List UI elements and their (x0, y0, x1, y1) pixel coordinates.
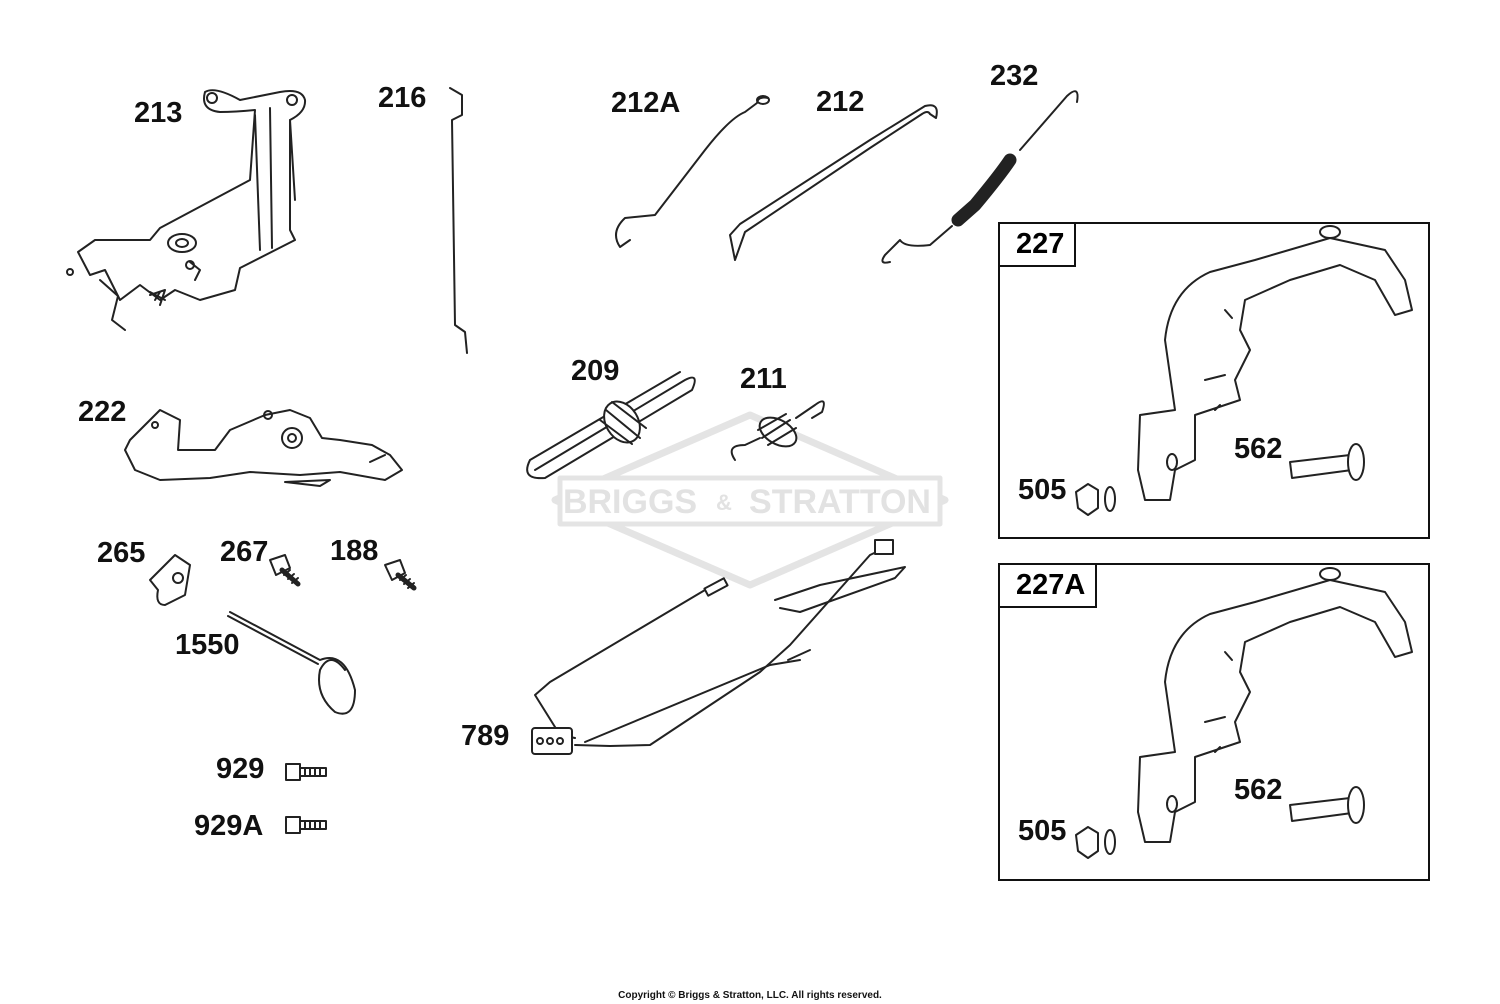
part-505-nut-2 (1075, 826, 1116, 859)
part-227A-bracket (1137, 567, 1413, 843)
part-211-spring (730, 400, 825, 461)
label-222: 222 (78, 396, 127, 428)
part-232-spring (881, 90, 1079, 264)
label-505-2: 505 (1018, 815, 1067, 847)
watermark-amp: & (716, 490, 732, 515)
part-209-spring (526, 371, 696, 480)
part-227-bracket (1137, 225, 1413, 501)
label-209: 209 (571, 355, 620, 387)
inset-box-227: 227 (998, 222, 1430, 539)
part-188-screw (384, 559, 417, 591)
part-1550-wire (227, 611, 356, 715)
label-216: 216 (378, 82, 427, 114)
part-929-bolt (285, 763, 327, 781)
label-265: 265 (97, 537, 146, 569)
box-tag-227A: 227A (998, 563, 1098, 608)
label-929A: 929A (194, 810, 264, 842)
watermark-left: BRIGGS (563, 483, 697, 521)
inset-box-227A: 227A (998, 563, 1430, 881)
label-929: 929 (216, 753, 265, 785)
copyright-notice: Copyright © Briggs & Stratton, LLC. All … (618, 990, 882, 1001)
part-789-wire-harness (531, 539, 906, 755)
part-505-nut (1075, 483, 1116, 516)
label-562: 562 (1234, 433, 1283, 465)
part-216-rod (449, 87, 468, 354)
label-213: 213 (134, 97, 183, 129)
label-188: 188 (330, 535, 379, 567)
part-929A-bolt (285, 816, 327, 834)
part-212A-link (615, 95, 770, 248)
part-213-control-bracket (66, 89, 307, 331)
part-562-bolt (1289, 443, 1365, 481)
part-222-control-plate (124, 409, 403, 487)
part-562-bolt-2 (1289, 786, 1365, 824)
label-1550: 1550 (175, 629, 240, 661)
label-789: 789 (461, 720, 510, 752)
label-212A: 212A (611, 87, 681, 119)
label-211: 211 (740, 363, 787, 395)
label-562-2: 562 (1234, 774, 1283, 806)
label-212: 212 (816, 86, 865, 118)
watermark-right: STRATTON (749, 483, 931, 521)
part-212-rod (729, 104, 938, 261)
box-tag-227: 227 (998, 222, 1077, 267)
part-267-screw (269, 554, 301, 587)
watermark-logo: BRIGGS & STRATTON (551, 411, 949, 589)
part-265-clip (149, 554, 191, 606)
label-232: 232 (990, 60, 1039, 92)
label-505: 505 (1018, 474, 1067, 506)
label-267: 267 (220, 536, 269, 568)
